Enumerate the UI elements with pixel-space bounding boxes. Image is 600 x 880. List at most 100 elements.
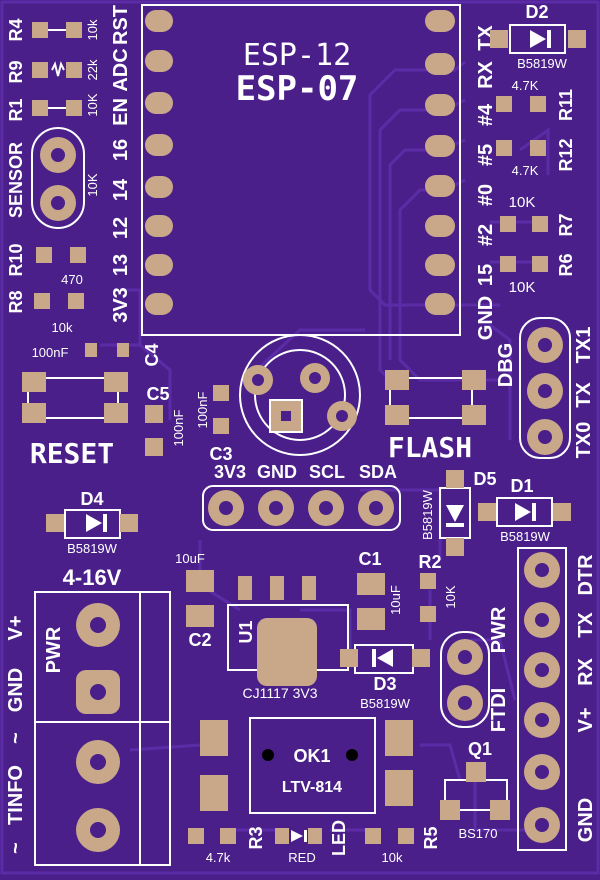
svg-text:3V3: 3V3 <box>214 462 246 482</box>
d4-value: B5819W <box>67 541 118 556</box>
r3-ref: R3 <box>246 826 266 849</box>
svg-text:R4: R4 <box>6 18 26 41</box>
svg-text:15: 15 <box>475 264 497 286</box>
svg-text:#4: #4 <box>475 103 497 126</box>
ftdi-pwr-label: PWR <box>488 606 510 653</box>
svg-text:#2: #2 <box>475 224 497 246</box>
c3-value: 100nF <box>195 392 210 429</box>
svg-text:RST: RST <box>110 5 132 45</box>
r7-ref: R7 <box>556 213 576 236</box>
svg-text:EN: EN <box>110 98 132 126</box>
d3-ref: D3 <box>373 674 396 694</box>
r5-value: 10k <box>382 850 403 865</box>
c3-pads <box>213 385 229 434</box>
u1-regulator <box>227 576 349 686</box>
ok1-ref: OK1 <box>293 746 330 766</box>
r5-ref: R5 <box>421 826 441 849</box>
svg-text:13: 13 <box>110 254 132 276</box>
svg-text:12: 12 <box>110 217 132 239</box>
svg-text:3V3: 3V3 <box>110 287 132 323</box>
svg-text:~: ~ <box>5 842 27 854</box>
ftdi-label: FTDI <box>488 688 510 732</box>
ftdi-pwr-jumper-outline <box>440 631 490 728</box>
d1-ref: D1 <box>510 476 533 496</box>
svg-text:RX: RX <box>475 60 497 88</box>
r11-ref: R11 <box>556 89 576 121</box>
r6-ref: R6 <box>556 253 576 276</box>
svg-text:GND: GND <box>475 296 497 340</box>
reset-button[interactable] <box>22 372 128 423</box>
svg-text:GND: GND <box>257 462 297 482</box>
d3-value: B5819W <box>360 696 411 711</box>
r10-value: 470 <box>61 272 83 287</box>
esp-left-pads <box>145 10 173 315</box>
sensor-header-pads <box>40 137 76 221</box>
c2-ref: C2 <box>188 630 211 650</box>
svg-text:10K: 10K <box>85 93 100 116</box>
d2-diode <box>490 24 586 54</box>
q1-transistor <box>440 762 510 820</box>
c4-ref: C4 <box>142 343 162 366</box>
r5-pads <box>365 828 414 844</box>
svg-text:ADC: ADC <box>110 48 132 91</box>
power-in-label: 4-16V <box>63 565 122 590</box>
svg-text:R8: R8 <box>6 290 26 313</box>
svg-text:#0: #0 <box>475 184 497 206</box>
svg-text:SDA: SDA <box>359 462 397 482</box>
d4-diode <box>46 509 138 539</box>
flash-button[interactable] <box>385 370 486 425</box>
d5-value: B5819W <box>420 489 435 540</box>
r11-value: 4.7K <box>512 78 539 93</box>
svg-text:10k: 10k <box>85 19 100 40</box>
left-resistor-values: 10k 22k 10K 10K <box>85 19 100 197</box>
c4-value: 100nF <box>32 345 69 360</box>
ok1-value: LTV-814 <box>282 779 342 796</box>
c1-ref: C1 <box>358 549 381 569</box>
terminal-pwr-label: PWR <box>43 626 65 673</box>
d3-diode <box>340 644 430 674</box>
svg-text:GND: GND <box>575 798 597 842</box>
led-ref: LED <box>329 820 349 856</box>
esp-left-pin-labels: RST ADC EN 16 14 12 13 3V3 <box>110 5 132 323</box>
flash-label: FLASH <box>388 431 472 464</box>
ftdi-header-pads <box>524 552 560 843</box>
svg-text:RX: RX <box>575 657 597 685</box>
q1-value: BS170 <box>458 826 497 841</box>
q1-ref: Q1 <box>468 739 492 759</box>
d4-ref: D4 <box>80 489 103 509</box>
c1-pads <box>357 573 385 630</box>
r2-ref: R2 <box>418 552 441 572</box>
dbg-label: DBG <box>495 343 517 387</box>
svg-text:22k: 22k <box>85 59 100 80</box>
d5-ref: D5 <box>473 469 496 489</box>
r2-value: 10K <box>443 585 458 608</box>
svg-text:TX0: TX0 <box>573 422 595 459</box>
r10-r8-pads <box>34 247 129 357</box>
svg-text:10K: 10K <box>85 173 100 196</box>
u1-value: CJ1117 3V3 <box>243 685 318 701</box>
c5-ref: C5 <box>146 384 169 404</box>
c5-value: 100nF <box>171 410 186 447</box>
terminal-side-labels: V+ GND ~ TINFO ~ <box>5 615 27 853</box>
r11-pads <box>496 96 548 272</box>
svg-text:R1: R1 <box>6 98 26 121</box>
svg-text:#5: #5 <box>475 144 497 166</box>
ok1-optocoupler <box>200 717 413 814</box>
d1-diode <box>478 497 571 527</box>
ftdi-pin-labels: DTR TX RX V+ GND <box>575 554 597 842</box>
r3-value: 4.7k <box>206 850 231 865</box>
esp-right-pads <box>425 10 455 315</box>
r7-value: 10K <box>509 194 536 211</box>
c2-pads <box>186 570 214 627</box>
r12-value: 4.7K <box>512 163 539 178</box>
svg-text:R9: R9 <box>6 60 26 83</box>
svg-text:TX: TX <box>573 382 595 408</box>
d1-value: B5819W <box>500 529 551 544</box>
u1-ref: U1 <box>236 620 256 643</box>
svg-text:GND: GND <box>5 668 27 712</box>
svg-text:V+: V+ <box>575 707 597 732</box>
d5-diode <box>439 470 471 556</box>
c1-value: 10uF <box>388 585 403 615</box>
